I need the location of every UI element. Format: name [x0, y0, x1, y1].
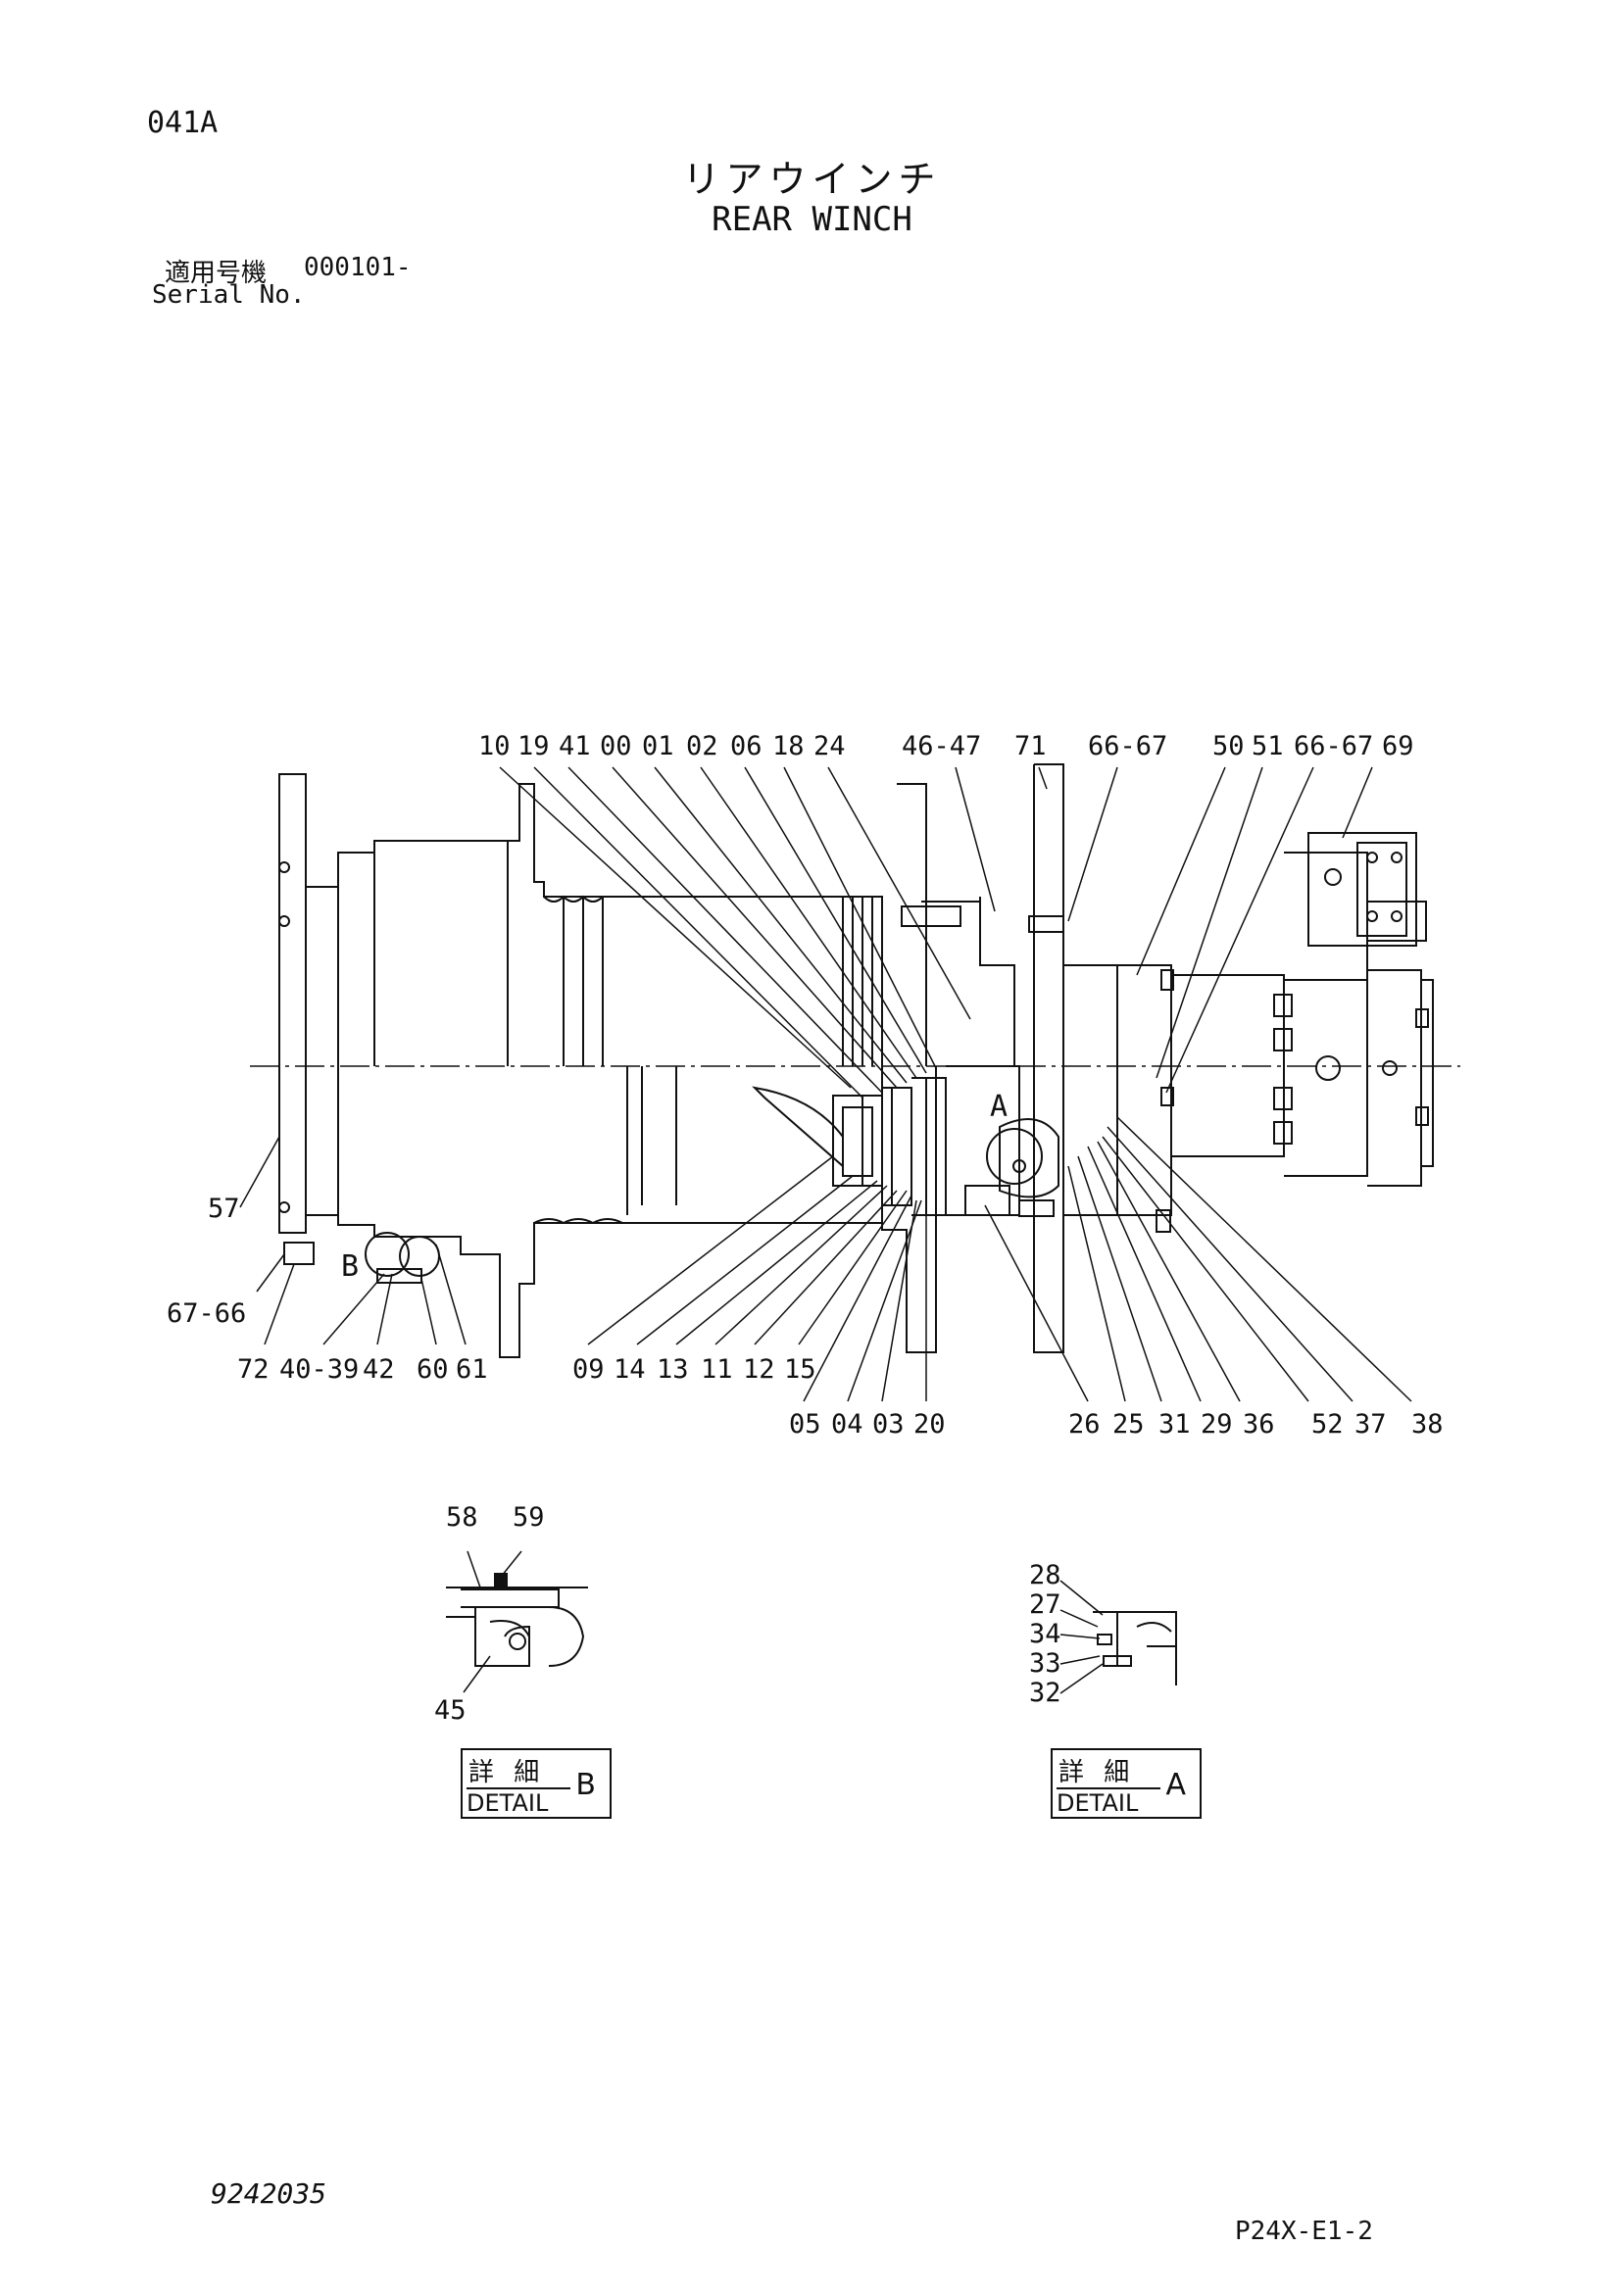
leader-lines	[239, 766, 1412, 1402]
left-flange	[278, 773, 307, 1234]
detail-a-drawing	[1059, 1580, 1177, 1694]
callout-66-67-b: 66-67	[1294, 731, 1374, 761]
title-japanese: リアウインチ	[682, 158, 942, 201]
detail-a-circle	[986, 1128, 1043, 1185]
callout-13: 13	[657, 1354, 689, 1385]
callout-52: 52	[1311, 1409, 1344, 1440]
callout-29: 29	[1201, 1409, 1233, 1440]
callout-03: 03	[872, 1409, 905, 1440]
document-number: 9242035	[211, 2177, 327, 2210]
callout-26: 26	[1068, 1409, 1101, 1440]
callout-02: 02	[686, 731, 718, 761]
callout-50: 50	[1212, 731, 1245, 761]
drum-grooves	[543, 895, 873, 1066]
callout-09: 09	[572, 1354, 605, 1385]
callout-37: 37	[1354, 1409, 1387, 1440]
callout-59: 59	[513, 1502, 545, 1533]
callout-57: 57	[208, 1194, 240, 1224]
callout-45: 45	[434, 1695, 467, 1726]
callout-11: 11	[701, 1354, 733, 1385]
callout-14: 14	[614, 1354, 646, 1385]
callout-04: 04	[831, 1409, 863, 1440]
callout-69: 69	[1382, 731, 1414, 761]
detail-b-letter: B	[575, 1768, 596, 1802]
serial-label-en: Serial No.	[152, 280, 306, 310]
callout-19: 19	[517, 731, 550, 761]
callout-05: 05	[789, 1409, 821, 1440]
callout-72: 72	[237, 1354, 270, 1385]
detail-b-box: 詳 細 DETAIL B	[461, 1748, 612, 1819]
callout-27: 27	[1029, 1589, 1061, 1620]
detail-a-label-jp: 詳 細	[1058, 1758, 1136, 1787]
callout-41: 41	[559, 731, 591, 761]
callout-10: 10	[478, 731, 511, 761]
detail-b-label-jp: 詳 細	[468, 1758, 546, 1787]
gear-assembly	[752, 1065, 1059, 1216]
callout-40-39: 40-39	[279, 1354, 360, 1385]
detail-b-circle	[365, 1232, 410, 1277]
detail-a-label-en: DETAIL	[1057, 1787, 1160, 1817]
callout-18: 18	[772, 731, 805, 761]
callout-58: 58	[446, 1502, 478, 1533]
callout-42: 42	[363, 1354, 395, 1385]
callout-28: 28	[1029, 1560, 1061, 1590]
sheet-reference: P24X-E1-2	[1235, 2217, 1373, 2246]
callout-24: 24	[813, 731, 846, 761]
right-flange	[897, 783, 927, 1066]
page-title: REAR WINCH	[712, 200, 912, 239]
callout-36: 36	[1243, 1409, 1275, 1440]
detail-marker-a: A	[990, 1090, 1009, 1124]
callout-15: 15	[784, 1354, 816, 1385]
callout-71: 71	[1014, 731, 1047, 761]
serial-value: 000101-	[304, 253, 412, 282]
detail-b-label-en: DETAIL	[467, 1787, 570, 1817]
bolts	[283, 915, 1174, 1284]
callout-20: 20	[913, 1409, 946, 1440]
detail-marker-b: B	[341, 1249, 360, 1284]
callout-61: 61	[456, 1354, 488, 1385]
callout-01: 01	[642, 731, 674, 761]
drum-body	[337, 783, 883, 1066]
callout-12: 12	[743, 1354, 775, 1385]
callout-32: 32	[1029, 1678, 1061, 1708]
callout-60: 60	[417, 1354, 449, 1385]
callout-06: 06	[730, 731, 763, 761]
detail-a-letter: A	[1165, 1768, 1186, 1802]
callout-38: 38	[1411, 1409, 1444, 1440]
detail-a-box: 詳 細 DETAIL A	[1051, 1748, 1202, 1819]
callout-34: 34	[1029, 1619, 1061, 1649]
callout-33: 33	[1029, 1648, 1061, 1679]
callout-25: 25	[1112, 1409, 1145, 1440]
detail-b-drawing	[446, 1550, 588, 1693]
page-code: 041A	[147, 106, 219, 140]
callout-46-47: 46-47	[902, 731, 982, 761]
serial-label-jp: 適用号機	[165, 259, 268, 288]
callout-67-66: 67-66	[167, 1298, 247, 1329]
callout-00: 00	[600, 731, 632, 761]
callout-31: 31	[1158, 1409, 1191, 1440]
callout-66-67-a: 66-67	[1088, 731, 1168, 761]
callout-51: 51	[1252, 731, 1284, 761]
